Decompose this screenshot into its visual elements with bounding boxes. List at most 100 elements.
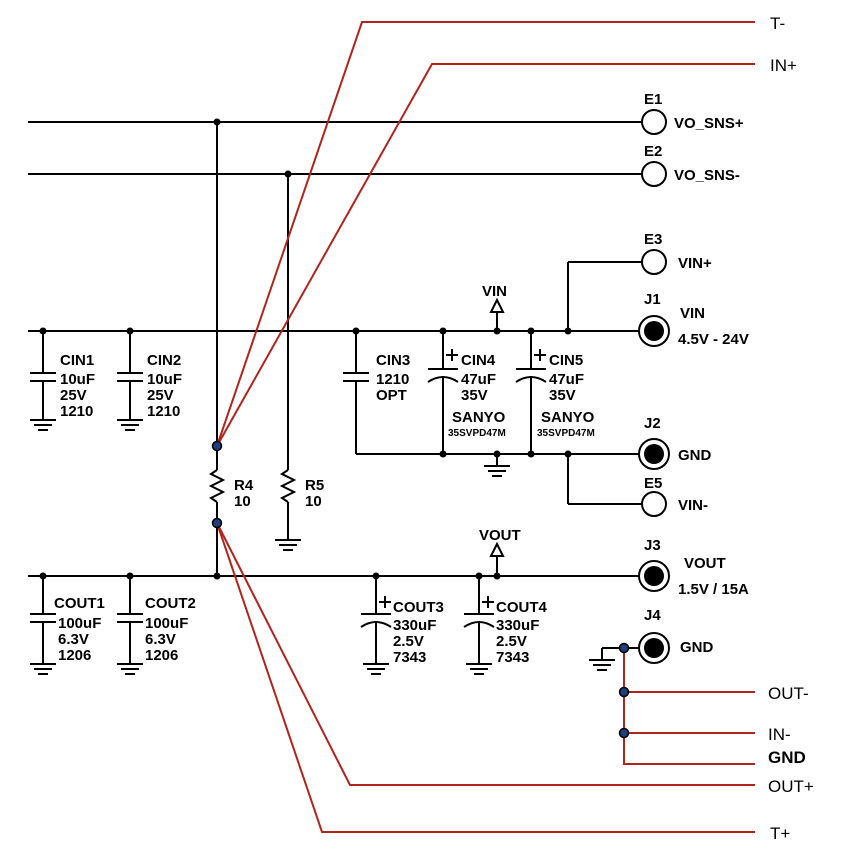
capacitor-cin4-symbol: [427, 331, 459, 390]
test-point-out-plus: OUT+: [768, 777, 814, 796]
jack-j2: [638, 438, 670, 470]
terminal-e3: [641, 249, 667, 275]
j4-net: GND: [680, 639, 714, 656]
capacitor-cout4-symbol: [463, 576, 495, 664]
cout3-label: COUT3 330uF 2.5V 7343: [393, 599, 444, 666]
jack-j4: [638, 632, 670, 664]
jack-j3: [638, 560, 670, 592]
cout3-voltage: 2.5V: [393, 633, 424, 650]
test-point-t-minus: T-: [770, 14, 785, 33]
vout-flag-label: VOUT: [479, 527, 521, 544]
cout2-value: 100uF: [145, 615, 188, 632]
capacitor-cin2-symbol: [117, 331, 143, 420]
capacitor-cin3-symbol: [343, 331, 369, 398]
cout1-label: COUT1 100uF 6.3V 1206: [54, 595, 105, 664]
j3-spec: 1.5V / 15A: [678, 581, 749, 598]
e3-net: VIN+: [678, 255, 712, 272]
j1-ref: J1: [644, 291, 661, 308]
j3-ref: J3: [644, 537, 661, 554]
cin5-voltage: 35V: [549, 387, 576, 404]
ground-symbols: [30, 419, 615, 675]
cin2-voltage: 25V: [147, 387, 174, 404]
cout2-pkg: 1206: [145, 647, 178, 664]
cout1-pkg: 1206: [58, 647, 91, 664]
capacitor-cout2-symbol: [117, 576, 143, 664]
cout1-ref: COUT1: [54, 595, 105, 612]
probe-wires: [216, 21, 755, 833]
r4-value: 10: [234, 493, 251, 510]
cin2-value: 10uF: [147, 371, 182, 388]
cout4-label: COUT4 330uF 2.5V 7343: [496, 599, 547, 666]
cin5-mfr: SANYO: [541, 409, 595, 426]
cout3-ref: COUT3: [393, 599, 444, 616]
e5-ref: E5: [644, 475, 662, 492]
test-point-gnd: GND: [768, 748, 806, 767]
capacitor-cout3-symbol: [360, 576, 392, 664]
cin3-ref: CIN3: [376, 352, 410, 369]
r5-value: 10: [305, 493, 322, 510]
e2-ref: E2: [644, 143, 662, 160]
cin4-ref: CIN4: [461, 352, 496, 369]
resistor-r4-symbol: [208, 469, 226, 503]
cin4-label: CIN4 47uF 35V SANYO 35SVPD47M: [448, 352, 506, 439]
terminal-e2: [641, 161, 667, 187]
cout4-voltage: 2.5V: [496, 633, 527, 650]
j3-net: VOUT: [684, 555, 726, 572]
junction-dots: [39, 118, 572, 580]
cin3-label: CIN3 1210 OPT: [376, 352, 410, 404]
j2-ref: J2: [644, 415, 661, 432]
test-point-in-minus: IN-: [768, 725, 791, 744]
e5-net: VIN-: [678, 497, 708, 514]
j2-net: GND: [678, 447, 712, 464]
vin-flag-arrow: [489, 297, 505, 313]
cout3-value: 330uF: [393, 617, 436, 634]
cin4-part: 35SVPD47M: [448, 428, 506, 439]
terminal-e1: [641, 109, 667, 135]
terminal-e5: [641, 491, 667, 517]
cout2-ref: COUT2: [145, 595, 196, 612]
cin5-part: 35SVPD47M: [537, 428, 595, 439]
cout4-pkg: 7343: [496, 649, 529, 666]
cin2-ref: CIN2: [147, 352, 181, 369]
e1-net: VO_SNS+: [674, 115, 744, 132]
cout3-pkg: 7343: [393, 649, 426, 666]
capacitor-cin1-symbol: [30, 331, 56, 420]
resistor-r5-symbol: [279, 469, 297, 503]
cin4-voltage: 35V: [461, 387, 488, 404]
cout1-voltage: 6.3V: [58, 631, 89, 648]
cout4-value: 330uF: [496, 617, 539, 634]
j4-ref: J4: [644, 607, 661, 624]
capacitor-cin5-symbol: [515, 331, 547, 390]
cin4-mfr: SANYO: [452, 409, 506, 426]
r5-ref: R5: [305, 477, 324, 494]
cout2-label: COUT2 100uF 6.3V 1206: [145, 595, 196, 664]
cin1-pkg: 1210: [60, 403, 93, 420]
cin1-label: CIN1 10uF 25V 1210: [60, 352, 95, 420]
vout-flag-arrow: [489, 541, 505, 557]
j1-spec: 4.5V - 24V: [678, 331, 749, 348]
test-point-in-plus: IN+: [770, 56, 797, 75]
cin5-value: 47uF: [549, 371, 584, 388]
test-point-t-plus: T+: [770, 824, 790, 843]
j1-net: VIN: [680, 305, 705, 322]
cin2-pkg: 1210: [147, 403, 180, 420]
cin2-label: CIN2 10uF 25V 1210: [147, 352, 182, 420]
e1-ref: E1: [644, 91, 662, 108]
cin4-value: 47uF: [461, 371, 496, 388]
vin-flag-label: VIN: [482, 283, 507, 300]
e3-ref: E3: [644, 231, 662, 248]
probe-dots: [211, 440, 630, 739]
cout2-voltage: 6.3V: [145, 631, 176, 648]
cin5-label: CIN5 47uF 35V SANYO 35SVPD47M: [537, 352, 595, 439]
test-point-out-minus: OUT-: [768, 684, 809, 703]
r4-ref: R4: [234, 477, 254, 494]
cin3-value: 1210: [376, 371, 409, 388]
jack-j1: [638, 315, 670, 347]
cin5-ref: CIN5: [549, 352, 583, 369]
e2-net: VO_SNS-: [674, 167, 740, 184]
cin1-ref: CIN1: [60, 352, 94, 369]
cout4-ref: COUT4: [496, 599, 547, 616]
capacitor-cout1-symbol: [30, 576, 56, 664]
cin3-voltage: OPT: [376, 387, 407, 404]
